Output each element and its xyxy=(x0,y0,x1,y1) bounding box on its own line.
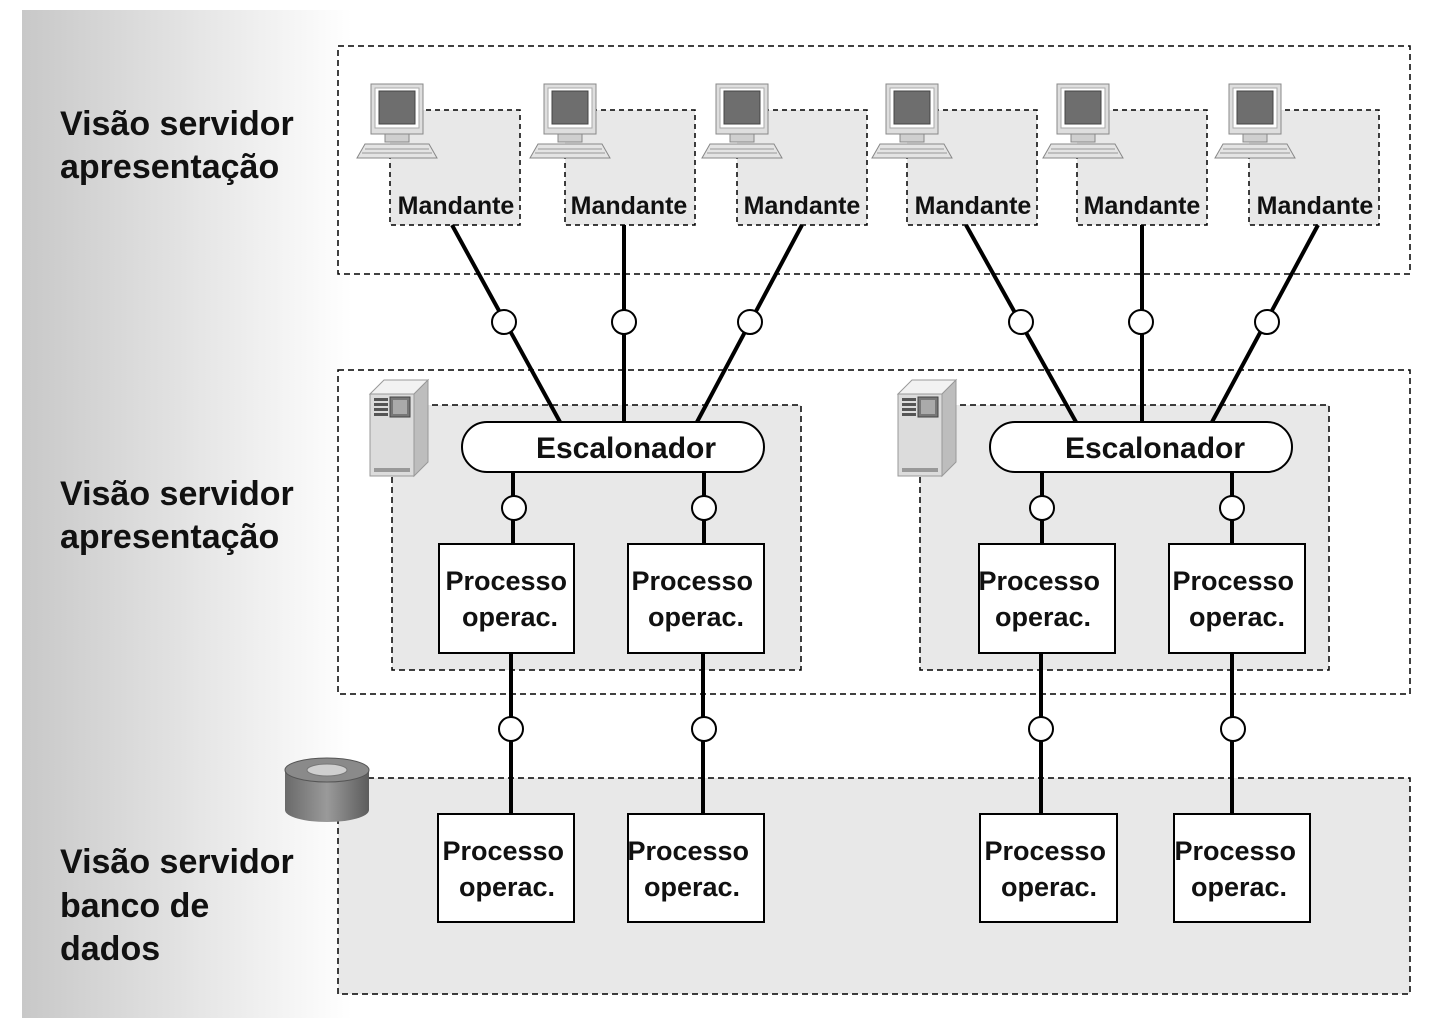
computer-icon xyxy=(1042,83,1124,159)
db-process-box: Processo operac. xyxy=(979,813,1118,923)
svg-text:Processo operac.: Processo operac. xyxy=(1174,836,1303,902)
computer-icon xyxy=(871,83,953,159)
server-tower-icon xyxy=(368,378,430,478)
svg-text:Processo operac.: Processo operac. xyxy=(631,566,760,632)
computer-icon xyxy=(1214,83,1296,159)
client-label: Mandante xyxy=(398,192,515,220)
app-process-box: Processo operac. xyxy=(1168,543,1306,654)
computer-icon xyxy=(529,83,611,159)
left-label-band xyxy=(22,10,352,1018)
svg-text:Processo operac.: Processo operac. xyxy=(445,566,574,632)
server-tower-icon xyxy=(896,378,958,478)
db-process-box: Processo operac. xyxy=(437,813,575,923)
layer-label-database: Visão servidor banco de dados xyxy=(60,843,303,968)
client-label: Mandante xyxy=(915,192,1032,220)
svg-text:Processo operac.: Processo operac. xyxy=(978,566,1107,632)
client-label: Mandante xyxy=(571,192,688,220)
db-process-box: Processo operac. xyxy=(627,813,765,923)
app-process-box: Processo operac. xyxy=(978,543,1116,654)
app-process-box: Processo operac. xyxy=(627,543,765,654)
layer-label-application: Visão servidor apresentação xyxy=(60,475,303,556)
app-process-box: Processo operac. xyxy=(438,543,575,654)
db-process-box: Processo operac. xyxy=(1173,813,1311,923)
client-label: Mandante xyxy=(744,192,861,220)
client-label: Mandante xyxy=(1084,192,1201,220)
scheduler-label: Escalonador xyxy=(536,432,716,465)
connector-nodes xyxy=(491,309,1280,742)
scheduler-2: Escalonador xyxy=(989,421,1293,473)
svg-text:Processo operac.: Processo operac. xyxy=(1172,566,1301,632)
computer-icon xyxy=(701,83,783,159)
layer-label-presentation: Visão servidor apresentação xyxy=(60,105,303,186)
computer-icon xyxy=(356,83,438,159)
database-cylinder-icon xyxy=(284,757,370,822)
svg-text:Processo operac.: Processo operac. xyxy=(442,836,571,902)
client-box-4: Mandante xyxy=(906,109,1038,226)
svg-text:Processo operac.: Processo operac. xyxy=(984,836,1113,902)
svg-text:Processo operac.: Processo operac. xyxy=(627,836,756,902)
scheduler-1: Escalonador xyxy=(461,421,765,473)
client-label: Mandante xyxy=(1257,192,1374,220)
scheduler-label: Escalonador xyxy=(1065,432,1245,465)
